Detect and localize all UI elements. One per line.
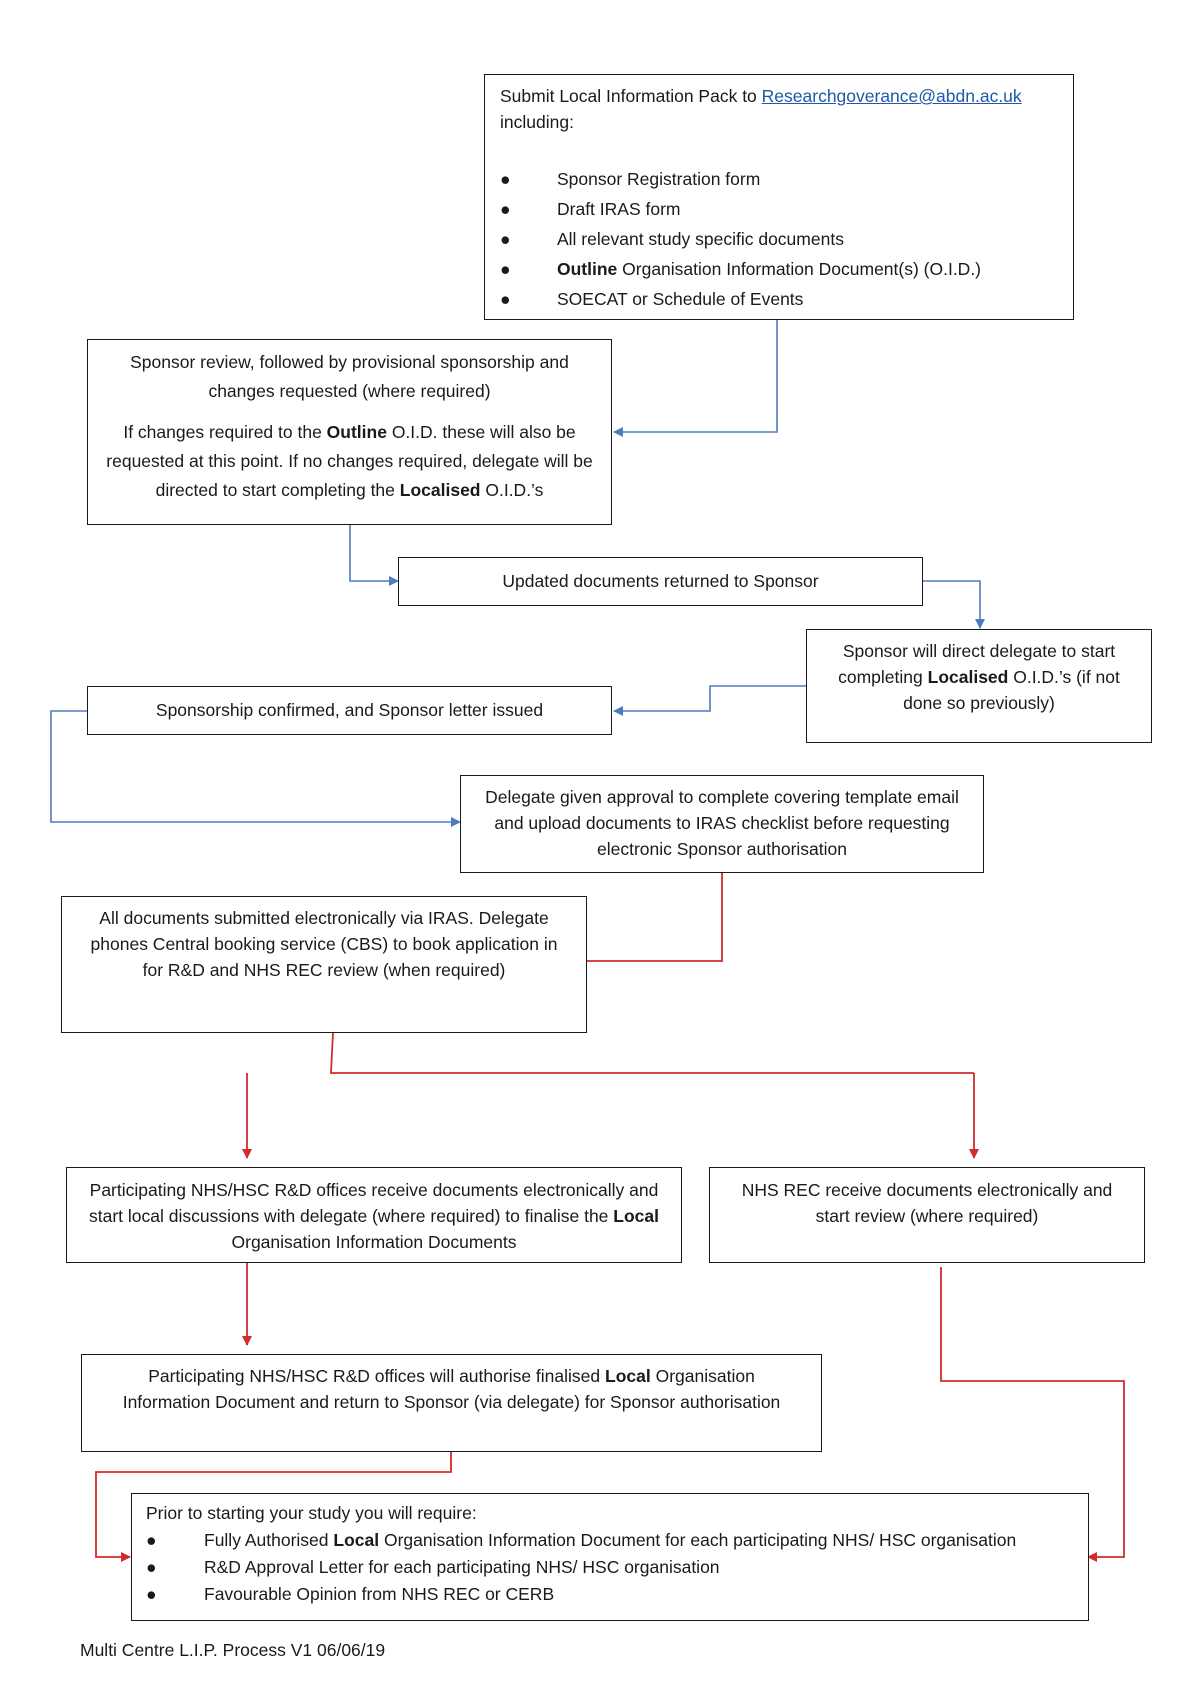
arrow-box1-to-box2 xyxy=(613,318,778,437)
list-item: ● Outline Organisation Information Docum… xyxy=(500,254,1058,284)
bullet-icon: ● xyxy=(500,258,511,279)
bullet-icon: ● xyxy=(500,228,511,249)
arrow-box5-to-box6 xyxy=(50,710,461,827)
bullet-icon: ● xyxy=(500,288,511,309)
connector-box7-split xyxy=(330,1031,974,1074)
sponsorship-confirmed-text: Sponsorship confirmed, and Sponsor lette… xyxy=(155,700,544,720)
requirements-intro: Prior to starting your study you will re… xyxy=(146,1503,477,1523)
sponsor-review-text: Sponsor review, followed by provisional … xyxy=(130,352,569,401)
outline-changes-text: If changes required to the Outline O.I.D… xyxy=(106,422,593,500)
list-item: ● Sponsor Registration form xyxy=(500,164,1058,194)
arrow-box2-to-box3 xyxy=(349,525,399,586)
updated-docs-box: Updated documents returned to Sponsor xyxy=(398,557,923,606)
connector-box6-to-box7 xyxy=(587,872,723,962)
arrow-box10-to-box11 xyxy=(95,1451,452,1562)
bullet-icon: ● xyxy=(500,198,511,219)
updated-docs-text: Updated documents returned to Sponsor xyxy=(502,571,819,591)
delegate-approval-text: Delegate given approval to complete cove… xyxy=(485,787,959,859)
nhs-rec-receive-text: NHS REC receive documents electronically… xyxy=(741,1180,1113,1226)
submit-lip-box: Submit Local Information Pack to Researc… xyxy=(484,74,1074,320)
submitted-via-iras-text: All documents submitted electronically v… xyxy=(90,908,558,980)
sponsorship-confirmed-box: Sponsorship confirmed, and Sponsor lette… xyxy=(87,686,612,735)
prior-to-study-requirements-box: Prior to starting your study you will re… xyxy=(131,1493,1089,1621)
list-item: ● Fully Authorised Local Organisation In… xyxy=(146,1527,1074,1554)
list-item: ● R&D Approval Letter for each participa… xyxy=(146,1554,1074,1581)
arrow-box4-to-box5 xyxy=(613,685,806,716)
document-version-footer: Multi Centre L.I.P. Process V1 06/06/19 xyxy=(80,1640,386,1660)
sponsor-review-box: Sponsor review, followed by provisional … xyxy=(87,339,612,525)
arrow-box9-to-box11 xyxy=(940,1267,1125,1562)
list-item: ● Favourable Opinion from NHS REC or CER… xyxy=(146,1581,1074,1608)
rd-offices-receive-box: Participating NHS/HSC R&D offices receiv… xyxy=(66,1167,682,1263)
submit-intro-tail: including: xyxy=(500,112,574,133)
arrow-box3-to-box4 xyxy=(923,580,985,629)
sponsor-direct-delegate-box: Sponsor will direct delegate to start co… xyxy=(806,629,1152,743)
bullet-icon: ● xyxy=(146,1530,157,1550)
submit-requirements-list: ● Sponsor Registration form ● Draft IRAS… xyxy=(500,164,1058,314)
submit-intro: Submit Local Information Pack to xyxy=(500,86,762,106)
list-item: ● All relevant study specific documents xyxy=(500,224,1058,254)
bullet-icon: ● xyxy=(500,168,511,189)
bullet-icon: ● xyxy=(146,1584,157,1604)
list-item: ● SOECAT or Schedule of Events xyxy=(500,284,1058,314)
submitted-via-iras-box: All documents submitted electronically v… xyxy=(61,896,587,1033)
nhs-rec-receive-box: NHS REC receive documents electronically… xyxy=(709,1167,1145,1263)
requirements-list: ● Fully Authorised Local Organisation In… xyxy=(146,1527,1074,1608)
bullet-icon: ● xyxy=(146,1557,157,1577)
research-governance-email-link[interactable]: Researchgoverance@abdn.ac.uk xyxy=(761,86,1022,106)
rd-offices-authorise-box: Participating NHS/HSC R&D offices will a… xyxy=(81,1354,822,1452)
delegate-approval-box: Delegate given approval to complete cove… xyxy=(460,775,984,873)
list-item: ● Draft IRAS form xyxy=(500,194,1058,224)
